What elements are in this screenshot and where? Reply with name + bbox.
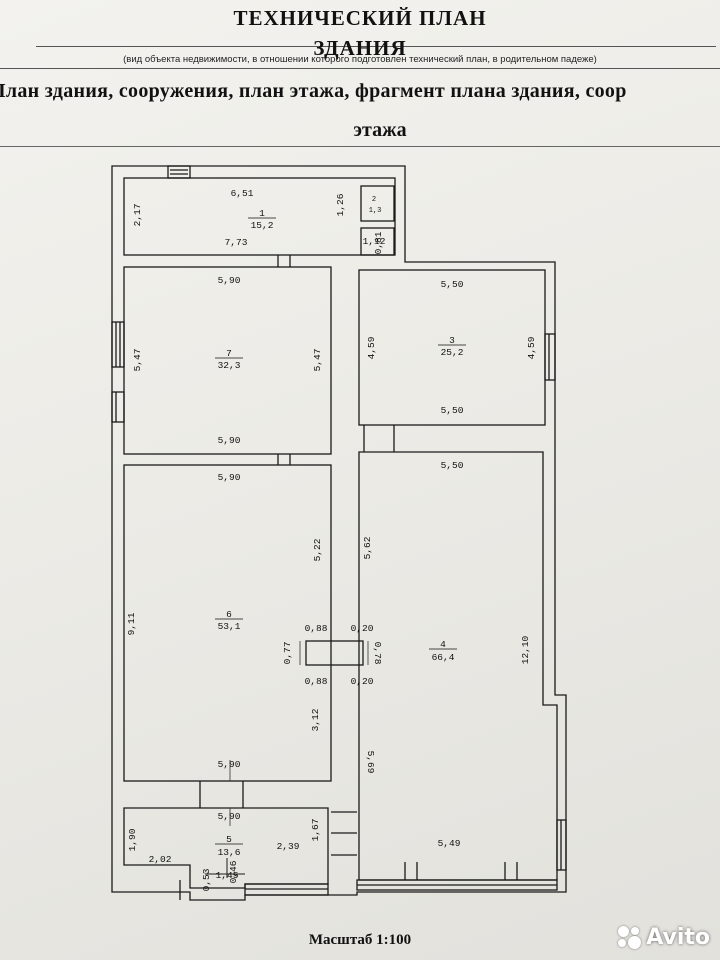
dim-label: 2,39 [277, 841, 300, 852]
dim-label: 3,12 [310, 708, 321, 731]
avito-logo-text: Avito [646, 924, 710, 950]
room-2-outline [360, 185, 395, 222]
room-4-area: 66,4 [432, 652, 455, 663]
room-7-number: 7 [226, 348, 232, 359]
divider [0, 68, 720, 69]
room-6-number: 6 [226, 609, 232, 620]
dim-label: 5,90 [218, 275, 241, 286]
scale-label: Масштаб 1:100 [308, 932, 412, 948]
room-2-number: 2 [372, 196, 376, 204]
dim-label: 0,88 [305, 676, 328, 687]
dim-label: 5,49 [438, 838, 461, 849]
dim-label: 0,46 [228, 860, 239, 883]
dim-label: 0,88 [305, 623, 328, 634]
room-5-number: 5 [226, 834, 232, 845]
dim-label: 1,90 [127, 828, 138, 851]
room-5-area: 13,6 [218, 847, 241, 858]
room-6-area: 53,1 [218, 621, 241, 632]
building-outline [111, 165, 567, 901]
room-1-outline [123, 177, 396, 256]
dim-label: 1,67 [310, 819, 321, 842]
dim-label: 1,12 [363, 236, 386, 247]
dim-label: 5,22 [312, 538, 323, 561]
room-6-outline [123, 464, 332, 782]
divider [0, 146, 720, 147]
dim-label: 5,69 [365, 751, 376, 774]
dim-label: 5,90 [218, 472, 241, 483]
column-outline [305, 640, 364, 666]
dim-label: 6,51 [231, 188, 254, 199]
dim-label: 0,81 [373, 231, 384, 254]
dim-label: 0,53 [201, 868, 212, 891]
dim-label: 5,47 [132, 349, 143, 372]
room-4-number: 4 [440, 639, 446, 650]
room-3-area: 25,2 [441, 347, 464, 358]
dim-label: 0,78 [372, 642, 383, 665]
room-2-area: 1,3 [369, 207, 382, 215]
dim-label: 5,50 [441, 279, 464, 290]
dim-label: 5,47 [312, 349, 323, 372]
dim-label: 5,90 [218, 811, 241, 822]
dim-label: 7,73 [225, 237, 248, 248]
dim-label: 5,90 [218, 435, 241, 446]
room-4-outline [358, 451, 558, 881]
plan-heading: План здания, сооружения, план этажа, фра… [0, 80, 627, 102]
dim-label: 0,20 [351, 676, 374, 687]
document-title-line2: ЗДАНИЯ [313, 36, 407, 60]
room-3-number: 3 [449, 335, 455, 346]
dim-label: 4,59 [526, 336, 537, 359]
dim-label: 1,45 [216, 870, 239, 881]
avito-logo-icon [616, 924, 642, 950]
dim-label: 2,02 [149, 854, 172, 865]
dim-label: 12,10 [520, 635, 531, 664]
divider [36, 46, 716, 47]
dim-label: 0,77 [282, 642, 293, 665]
object-type-note: (вид объекта недвижимости, в отношении к… [123, 54, 597, 65]
dim-label: 2,17 [132, 204, 143, 227]
avito-watermark: Avito [616, 924, 710, 950]
dim-label: 0,20 [351, 623, 374, 634]
plan-heading-line2: этажа [353, 119, 407, 141]
room-1-area: 15,2 [251, 220, 274, 231]
dim-label: 5,90 [218, 759, 241, 770]
dim-label: 1,26 [335, 193, 346, 216]
dim-label: 5,62 [362, 536, 373, 559]
document-title: ТЕХНИЧЕСКИЙ ПЛАН [233, 6, 487, 30]
room-1-number: 1 [259, 208, 265, 219]
dim-label: 9,11 [126, 612, 137, 635]
dim-label: 4,59 [366, 336, 377, 359]
room-7-area: 32,3 [218, 360, 241, 371]
dim-label: 5,50 [441, 405, 464, 416]
dim-label: 5,50 [441, 460, 464, 471]
